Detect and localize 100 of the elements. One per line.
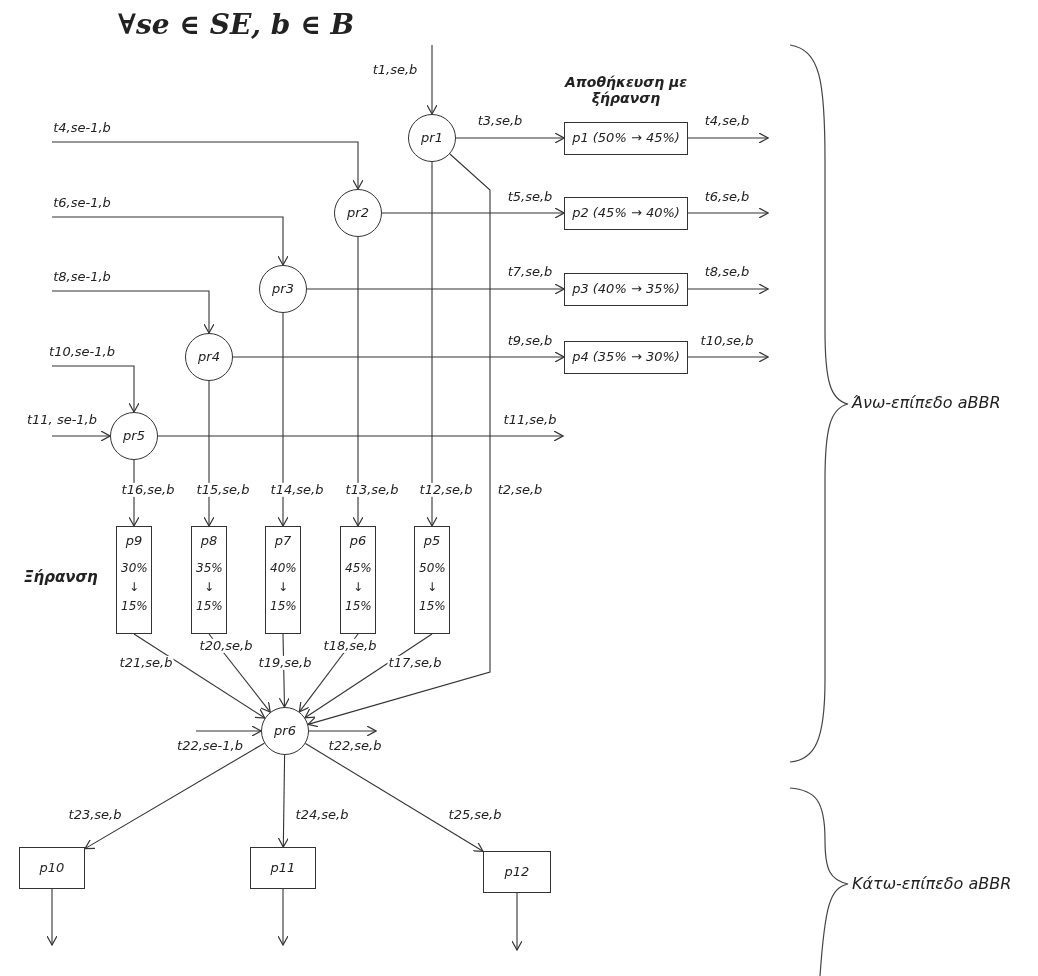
edge-label: t4,se-1,b [52,120,112,136]
edge-label: t18,se,b [322,638,378,654]
section-heading: Αποθήκευση με ξήρανση [563,74,689,106]
moisture-range: 40% ↓ 15% [270,559,296,615]
edge-label: t1,se,b [371,62,419,78]
arrow [687,132,769,144]
node-label: p5 [423,533,441,549]
arrow [203,380,215,527]
arrow [426,44,438,115]
arrow [51,141,364,190]
moisture-range: 30% ↓ 15% [121,559,147,615]
place-box [19,847,85,889]
edge-label: t25,se,b [447,807,503,823]
arrow [306,283,565,295]
node-label: pr3 [272,281,294,297]
place-box [116,526,152,634]
edge-label: t21,se,b [118,655,174,671]
moisture-range: 50% ↓ 15% [419,559,445,615]
edge-label: t15,se,b [195,482,251,498]
arrow [304,633,433,719]
place-box [564,196,688,230]
node-label: p12 [504,864,530,880]
place-box [564,340,688,374]
edge-label: t9,se,b [506,333,554,349]
place-box [414,526,450,634]
edge-label: t6,se,b [703,189,751,205]
arrow [381,207,565,219]
arrow [687,351,769,363]
arrow [511,892,523,951]
edge-label: t4,se,b [703,113,751,129]
place-box [340,526,376,634]
arrow [195,725,262,737]
node-label: pr1 [421,130,443,146]
process-circle [185,333,233,381]
edge-label: t23,se,b [67,807,123,823]
edge-label: t6,se-1,b [52,195,112,211]
arrow [51,290,215,334]
edge-label: t20,se,b [198,638,254,654]
place-box [564,121,688,155]
title: ∀se ∈ SE, b ∈ B [118,8,355,41]
process-circle [259,265,307,313]
arrow [426,161,438,527]
place-box [265,526,301,634]
arrow [687,283,769,295]
arrow [307,153,491,728]
edge-label: t17,se,b [387,655,443,671]
edge-label: t11,se,b [502,412,558,428]
edge-label: t22,se-1,b [176,738,244,754]
edge-label: t8,se,b [703,264,751,280]
edge-label: t12,se,b [418,482,474,498]
arrow [277,754,290,848]
place-box [250,847,316,889]
arrow [277,312,289,527]
arrow [232,351,565,363]
edge-label: t5,se,b [506,189,554,205]
place-box [191,526,227,634]
node-label: p4 (35% → 30%) [572,349,680,365]
node-label: pr4 [198,349,220,365]
arrow [51,216,289,266]
edge-label: t19,se,b [257,655,313,671]
node-label: p11 [270,860,296,876]
level-label: Κάτω-επίπεδο aBBR [852,874,1012,893]
edge-label: t11, se-1,b [26,412,98,428]
node-label: pr2 [347,205,369,221]
process-circle [408,114,456,162]
node-label: p7 [274,533,292,549]
node-label: p9 [125,533,143,549]
arrow [157,430,564,442]
moisture-range: 35% ↓ 15% [196,559,222,615]
place-box [483,851,551,893]
process-circle [110,412,158,460]
node-label: p1 (50% → 45%) [572,130,680,146]
node-label: p2 (45% → 40%) [572,205,680,221]
edge-label: t3,se,b [476,113,524,129]
level-label: Άνω-επίπεδο aBBR [852,393,1001,412]
process-circle [261,707,309,755]
edge-label: t14,se,b [269,482,325,498]
arrow [51,430,111,442]
arrow [352,236,364,527]
edge-label: t24,se,b [294,807,350,823]
arrow [133,633,266,719]
place-box [564,272,688,306]
edge-label: t16,se,b [120,482,176,498]
arrow [46,888,58,946]
edge-label: t7,se,b [506,264,554,280]
arrow [277,888,289,946]
node-label: p3 (40% → 35%) [572,281,680,297]
edge-label: t10,se,b [699,333,755,349]
node-label: p6 [349,533,367,549]
moisture-range: 45% ↓ 15% [345,559,371,615]
arrow [51,365,140,413]
arrow [308,725,377,737]
edge-label: t22,se,b [327,738,383,754]
arrow [84,742,265,850]
arrow [304,742,484,852]
edge-label: t8,se-1,b [52,269,112,285]
node-label: p10 [39,860,65,876]
arrow [455,132,565,144]
node-label: p8 [200,533,218,549]
arrow [687,207,769,219]
